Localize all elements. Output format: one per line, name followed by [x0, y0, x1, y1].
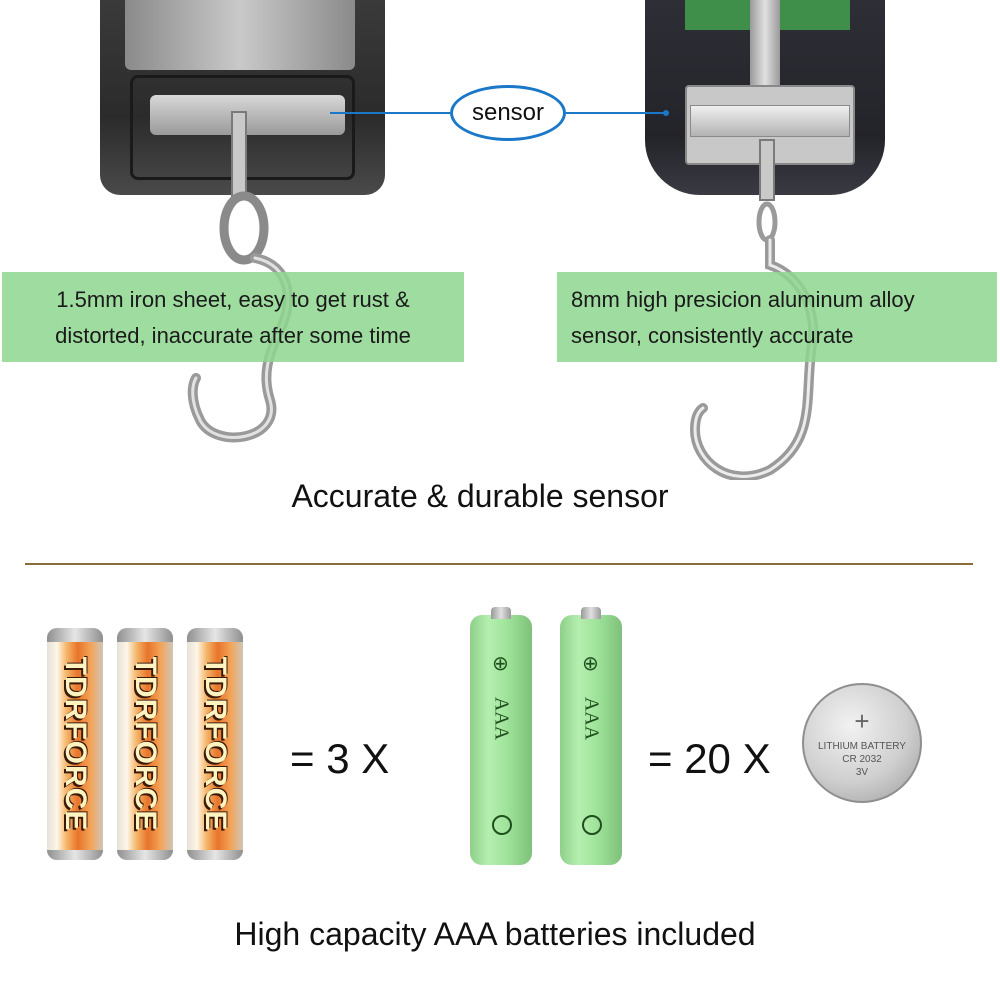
hooks-illustration [187, 110, 819, 480]
alkaline-battery-1: TDRFORCE [47, 628, 103, 860]
sensor-label-bubble: sensor [450, 85, 566, 141]
coin-label-model: CR 2032 [842, 753, 882, 765]
battery-cap [47, 628, 103, 642]
battery-brand-label: TDRFORCE [199, 656, 232, 832]
plus-icon: + [854, 705, 870, 736]
minus-terminal-icon [582, 815, 602, 835]
iron-sheet-sensor [150, 95, 345, 135]
battery-caption: High capacity AAA batteries included [234, 916, 756, 952]
battery-base [117, 850, 173, 860]
battery-brand-label: TDRFORCE [129, 656, 162, 832]
coin-label-voltage: 3V [855, 766, 869, 778]
battery-base [47, 850, 103, 860]
battery-cap [187, 628, 243, 642]
equals-three-text: = 3 X [290, 735, 390, 782]
quality-scale-housing [645, 0, 885, 195]
equals-twenty-text: = 20 X [648, 735, 771, 782]
battery-base [187, 850, 243, 860]
plus-terminal-icon: ⊕ [492, 653, 509, 675]
minus-terminal-icon [492, 815, 512, 835]
aluminum-alloy-sensor [690, 105, 850, 137]
rechargeable-battery-2: ⊕ AAA [560, 607, 622, 865]
plus-terminal-icon: ⊕ [582, 653, 599, 675]
battery-terminal [581, 607, 601, 619]
sensor-caption: Accurate & durable sensor [291, 478, 669, 514]
circuit-area [125, 0, 355, 70]
alkaline-battery-3: TDRFORCE [187, 628, 243, 860]
pointer-right-dot [663, 110, 669, 116]
aaa-label: AAA [580, 696, 603, 741]
battery-brand-label: TDRFORCE [59, 656, 92, 832]
iron-sheet-description: 1.5mm iron sheet, easy to get rust & dis… [2, 272, 464, 362]
coin-label-type: LITHIUM BATTERY [818, 740, 906, 752]
rechargeable-battery-1: ⊕ AAA [470, 607, 532, 865]
battery-cap [117, 628, 173, 642]
metal-strap [750, 0, 780, 85]
battery-terminal [491, 607, 511, 619]
alkaline-battery-2: TDRFORCE [117, 628, 173, 860]
aaa-label: AAA [490, 696, 513, 741]
aluminum-sensor-description: 8mm high presicion aluminum alloy sensor… [557, 272, 997, 362]
section-divider [25, 563, 973, 565]
coin-cell-battery: + LITHIUM BATTERY CR 2032 3V [802, 683, 922, 803]
